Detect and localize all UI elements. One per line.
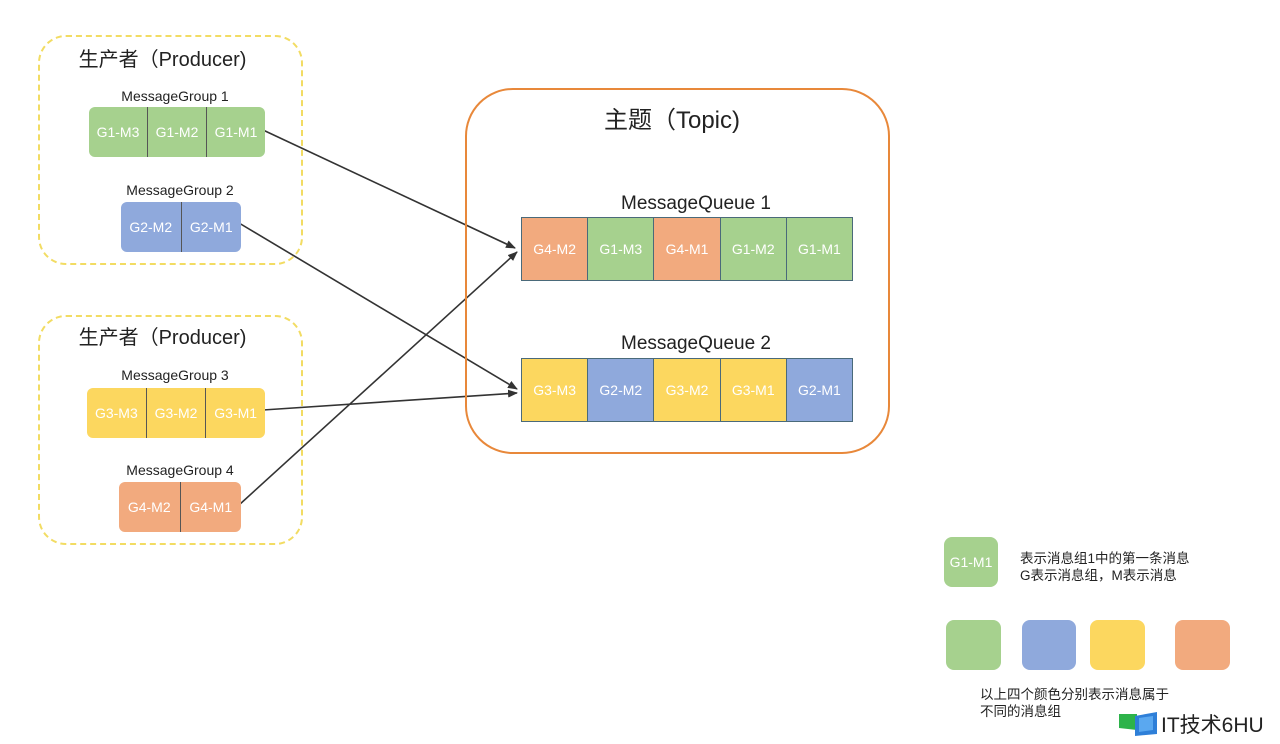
queue-cell: G1-M2 [719, 218, 786, 280]
message-cell: G4-M1 [179, 482, 242, 532]
queue-cell: G4-M1 [653, 218, 720, 280]
queue-cell: G2-M1 [785, 359, 853, 421]
message-cell: G1-M3 [96, 124, 140, 140]
message-cell: G2-M2 [129, 219, 173, 235]
message-group-2: G2-M2 G2-M1 [121, 202, 241, 252]
watermark-logo-icon [1119, 712, 1157, 736]
watermark: IT技术6HU [1117, 708, 1264, 740]
producer-title: 生产者（Producer) [78, 327, 247, 349]
arrow-group1-to-queue1 [262, 129, 516, 249]
arrow-group4-to-queue1 [238, 251, 518, 506]
queue-cell: G3-M1 [719, 359, 786, 421]
message-cell: G1-M2 [147, 107, 206, 157]
queue-label: MessageQueue 2 [621, 333, 771, 354]
message-cell: G4-M2 [127, 499, 171, 515]
group-label: MessageGroup 1 [121, 88, 229, 104]
group-label: MessageGroup 4 [126, 462, 234, 478]
group-label: MessageGroup 3 [121, 367, 229, 383]
legend-swatch-yellow [1090, 620, 1145, 670]
legend-sample-swatch: G1-M1 [944, 537, 998, 587]
message-cell: G1-M1 [206, 107, 265, 157]
queue-cell: G3-M3 [522, 359, 588, 421]
queue-cell: G4-M2 [522, 218, 588, 280]
queue-cell: G1-M1 [785, 218, 853, 280]
queue-label: MessageQueue 1 [621, 193, 771, 214]
legend-swatch-orange [1175, 620, 1230, 670]
queue-cell: G1-M3 [587, 218, 654, 280]
queue-cell: G3-M2 [653, 359, 720, 421]
arrow-group3-to-queue2 [262, 389, 518, 411]
legend-sample-desc-1: 表示消息组1中的第一条消息 [1020, 551, 1190, 566]
topic-title: 主题（Topic) [603, 107, 741, 134]
message-cell: G3-M3 [94, 405, 138, 421]
message-group-4: G4-M2 G4-M1 [119, 482, 241, 532]
legend-swatch-green [946, 620, 1001, 670]
message-cell: G3-M1 [205, 388, 265, 438]
queue-cell: G2-M2 [587, 359, 654, 421]
topic-box: 主题（Topic) [465, 88, 890, 454]
legend-swatch-desc-2: 不同的消息组 [980, 704, 1061, 719]
message-cell: G3-M2 [145, 388, 206, 438]
legend-swatch-desc-1: 以上四个颜色分别表示消息属于 [980, 687, 1169, 702]
watermark-text: IT技术6HU [1161, 714, 1264, 737]
message-cell: G2-M1 [180, 202, 242, 252]
legend-swatch-blue [1022, 620, 1076, 670]
legend-sample-desc-2: G表示消息组，M表示消息 [1020, 568, 1177, 583]
group-label: MessageGroup 2 [126, 182, 234, 198]
producer-title: 生产者（Producer) [78, 49, 247, 71]
